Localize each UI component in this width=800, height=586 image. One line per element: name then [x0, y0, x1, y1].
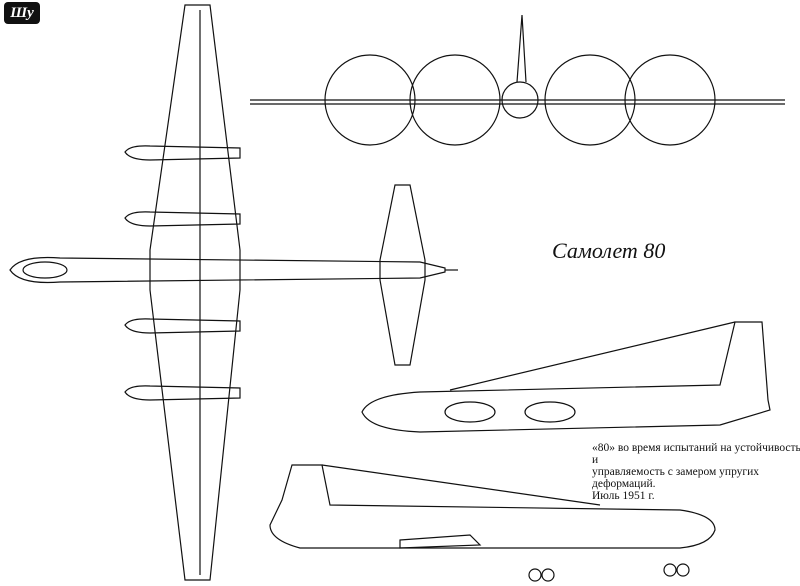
fuselage-side [361, 321, 771, 433]
antenna-wire [449, 321, 736, 391]
engine-nacelles [124, 145, 241, 401]
front-view [250, 14, 785, 146]
propeller-disc [624, 54, 716, 146]
side-view-lower [269, 464, 716, 582]
top-view [9, 4, 458, 581]
caption-line: управляемость с замером упругих деформац… [592, 466, 760, 490]
engine-nacelle-side [444, 401, 496, 423]
propeller-disc [409, 54, 501, 146]
caption-line: Июль 1951 г. [592, 490, 655, 502]
antenna-wire [321, 464, 601, 506]
publisher-logo: Шу [4, 2, 40, 24]
landing-wheel [528, 568, 542, 582]
wing-planform [149, 4, 241, 581]
landing-wheel [676, 563, 690, 577]
propeller-disc [324, 54, 416, 146]
landing-wheel [663, 563, 677, 577]
nose-glazing [22, 261, 68, 279]
landing-wheel [541, 568, 555, 582]
engine-nacelle [124, 211, 241, 227]
engine-nacelle-side [399, 534, 482, 549]
propeller-disc [544, 54, 636, 146]
engine-nacelle [124, 318, 241, 334]
signature-logo: Самолет 80 [552, 238, 666, 263]
fuselage-side [269, 464, 716, 549]
figure-caption: «80» во время испытаний на устойчивость … [592, 442, 800, 502]
engine-nacelle-side [524, 401, 576, 423]
engine-nacelle [124, 145, 241, 161]
side-view-upper [361, 321, 771, 433]
fuselage-front [501, 81, 539, 119]
fin-front [516, 14, 527, 83]
caption-line: «80» во время испытаний на устойчивость … [592, 442, 800, 466]
tailplane [379, 184, 426, 366]
engine-nacelle [124, 385, 241, 401]
